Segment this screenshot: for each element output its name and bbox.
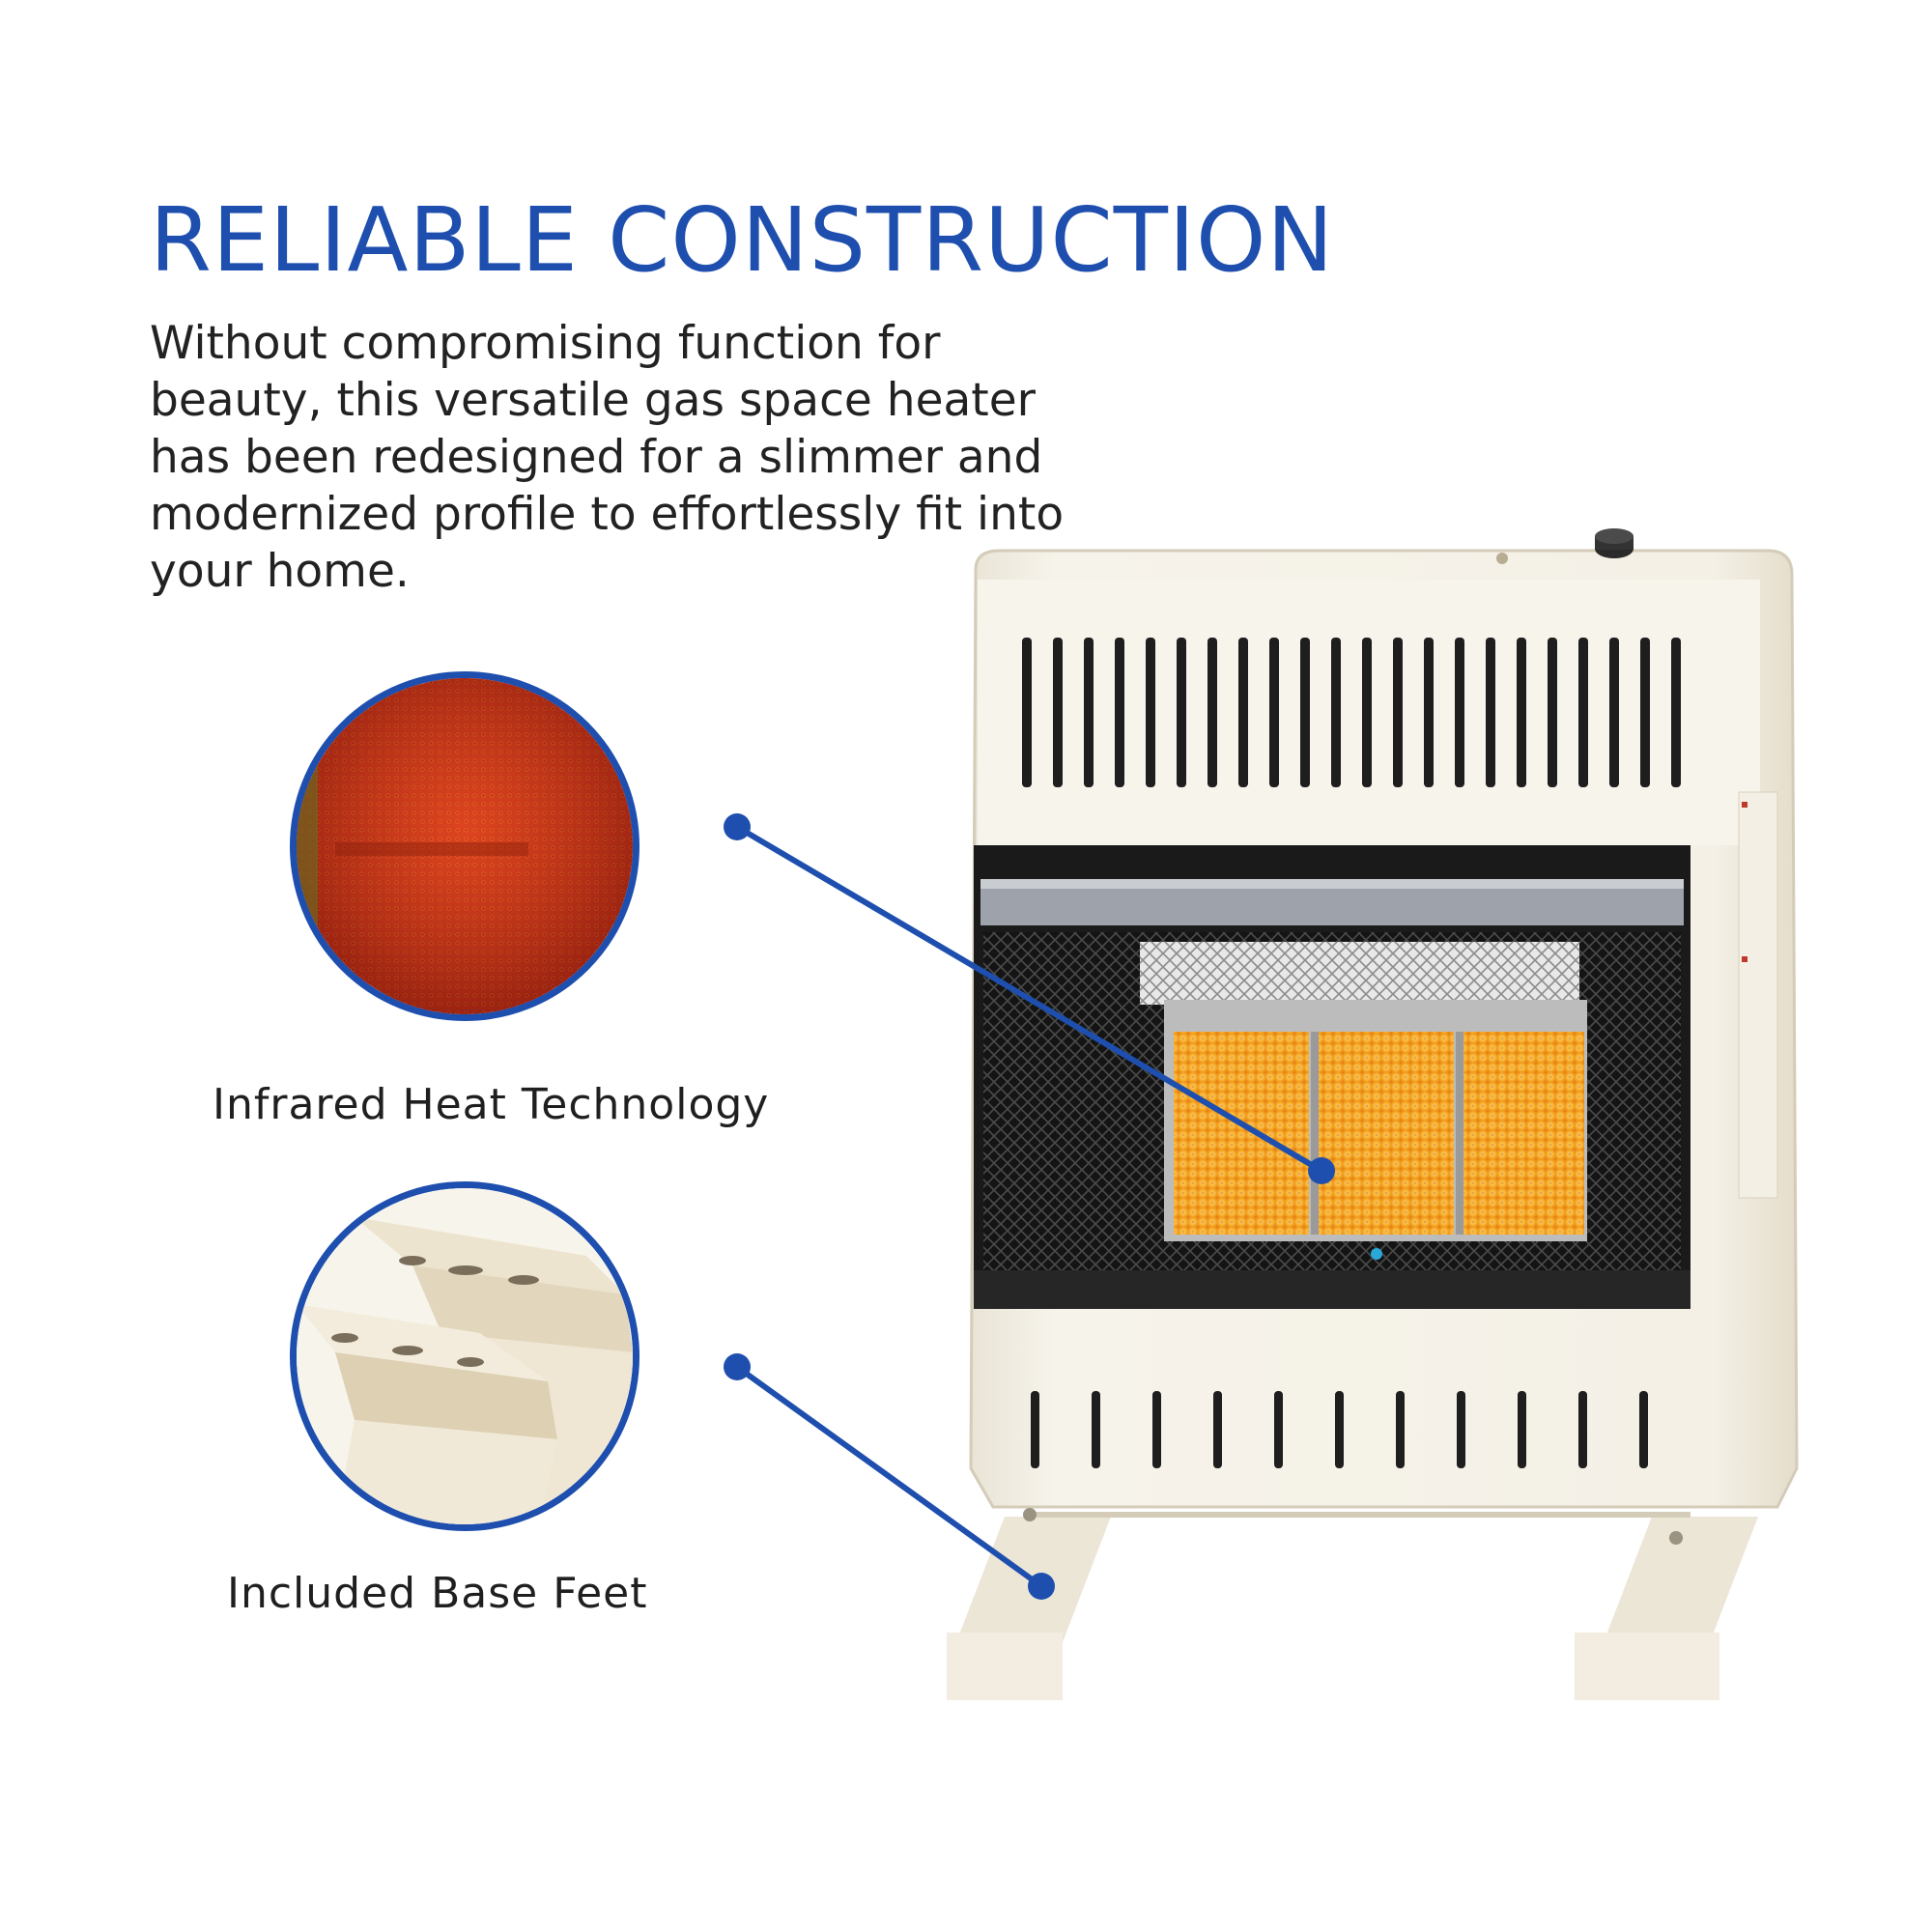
callout-pointer-base-feet [724, 1353, 1055, 1600]
lower-vents [1031, 1391, 1648, 1468]
infrared-mesh-icon [297, 678, 633, 1014]
description: Without compromising function for beauty… [150, 317, 1065, 598]
burner-plaque-center [1319, 1032, 1454, 1235]
burner-window [974, 845, 1690, 1309]
callout-pointer-infrared [724, 813, 1335, 1184]
side-warning-label [1738, 791, 1778, 1199]
base-feet [947, 1517, 1758, 1700]
callout-label-infrared: Infrared Heat Technology [213, 1080, 770, 1129]
callout-label-base-feet: Included Base Feet [227, 1569, 648, 1618]
headline: RELIABLE CONSTRUCTION [150, 188, 1335, 292]
base-feet-closeup-inset [290, 1181, 639, 1531]
burner-plaque-left [1174, 1032, 1309, 1235]
burner-plaque-right [1463, 1032, 1584, 1235]
infrared-closeup-inset [290, 671, 639, 1021]
upper-vents [1022, 638, 1681, 787]
